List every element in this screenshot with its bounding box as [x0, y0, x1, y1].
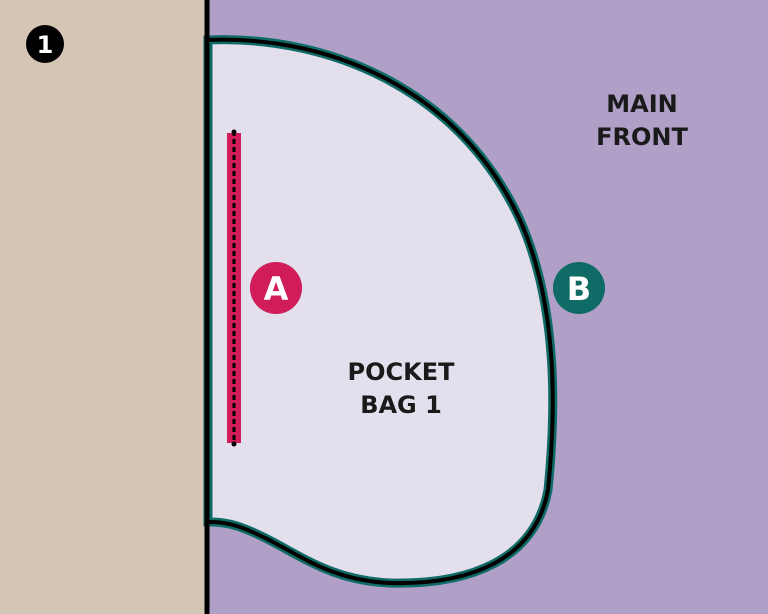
marker-b: B: [553, 262, 605, 314]
marker-b-letter: B: [567, 270, 591, 308]
step-number: 1: [37, 31, 54, 59]
pocket-bag-label-line2: BAG 1: [360, 391, 442, 419]
step-badge: 1: [26, 25, 64, 63]
pocket-bag-outline: [207, 37, 555, 586]
stitch-end-top: [231, 129, 237, 135]
marker-a: A: [250, 262, 302, 314]
main-front-label-line1: MAIN: [606, 90, 677, 118]
marker-a-letter: A: [264, 270, 289, 308]
main-front-label-line2: FRONT: [596, 123, 688, 151]
stitch-end-bottom: [231, 441, 237, 447]
pocket-bag-label-line1: POCKET: [348, 358, 456, 386]
left-panel-region: [0, 0, 206, 614]
